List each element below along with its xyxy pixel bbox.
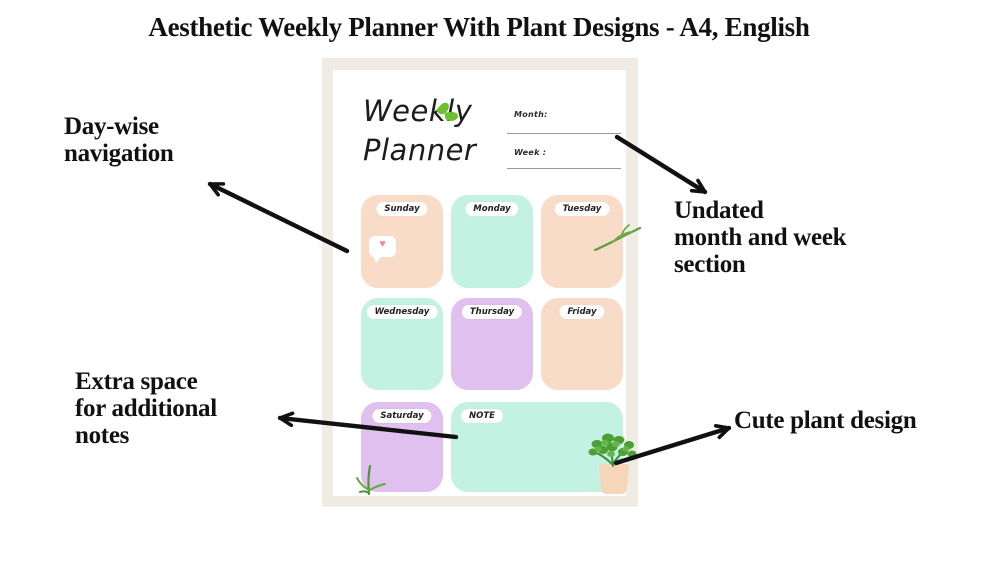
planner-logo-line1: Weekly [363, 94, 473, 128]
week-field-label: Week : [514, 148, 547, 157]
day-label: Wednesday [366, 305, 438, 319]
heart-notification-icon: ♥ [369, 236, 396, 263]
day-label: Saturday [372, 409, 432, 423]
annotation-undated-month-week: Undated month and week section [674, 197, 847, 278]
planner-logo-line2: Planner [363, 133, 477, 168]
day-box-monday: Monday [451, 195, 533, 288]
day-box-tuesday: Tuesday [541, 195, 623, 288]
planner-sheet-frame: Weekly Planner Month: Week : Sunday Mond… [322, 58, 642, 507]
month-field-label: Month: [514, 110, 548, 119]
day-label: Monday [465, 202, 519, 216]
day-box-friday: Friday [541, 298, 623, 390]
month-field-line [507, 133, 621, 134]
day-box-thursday: Thursday [451, 298, 533, 390]
heart-icon: ♥ [379, 238, 386, 250]
potted-plant-icon [588, 433, 637, 494]
day-label: Tuesday [554, 202, 610, 216]
week-field-line [507, 168, 621, 169]
annotation-day-wise-navigation: Day-wise navigation [64, 113, 174, 167]
day-label: Friday [559, 305, 605, 319]
planner-page: Weekly Planner Month: Week : Sunday Mond… [333, 70, 642, 496]
planner-logo: Weekly Planner [363, 92, 476, 170]
branch-plant-icon [593, 224, 642, 252]
page-title: Aesthetic Weekly Planner With Plant Desi… [148, 12, 810, 42]
day-label: Thursday [461, 305, 523, 319]
annotation-extra-space-notes: Extra space for additional notes [75, 368, 217, 449]
day-box-wednesday: Wednesday [361, 298, 443, 390]
annotation-cute-plant-design: Cute plant design [734, 407, 917, 434]
day-label: Sunday [376, 202, 428, 216]
note-label: NOTE [461, 409, 503, 423]
grass-tuft-icon [356, 464, 386, 496]
